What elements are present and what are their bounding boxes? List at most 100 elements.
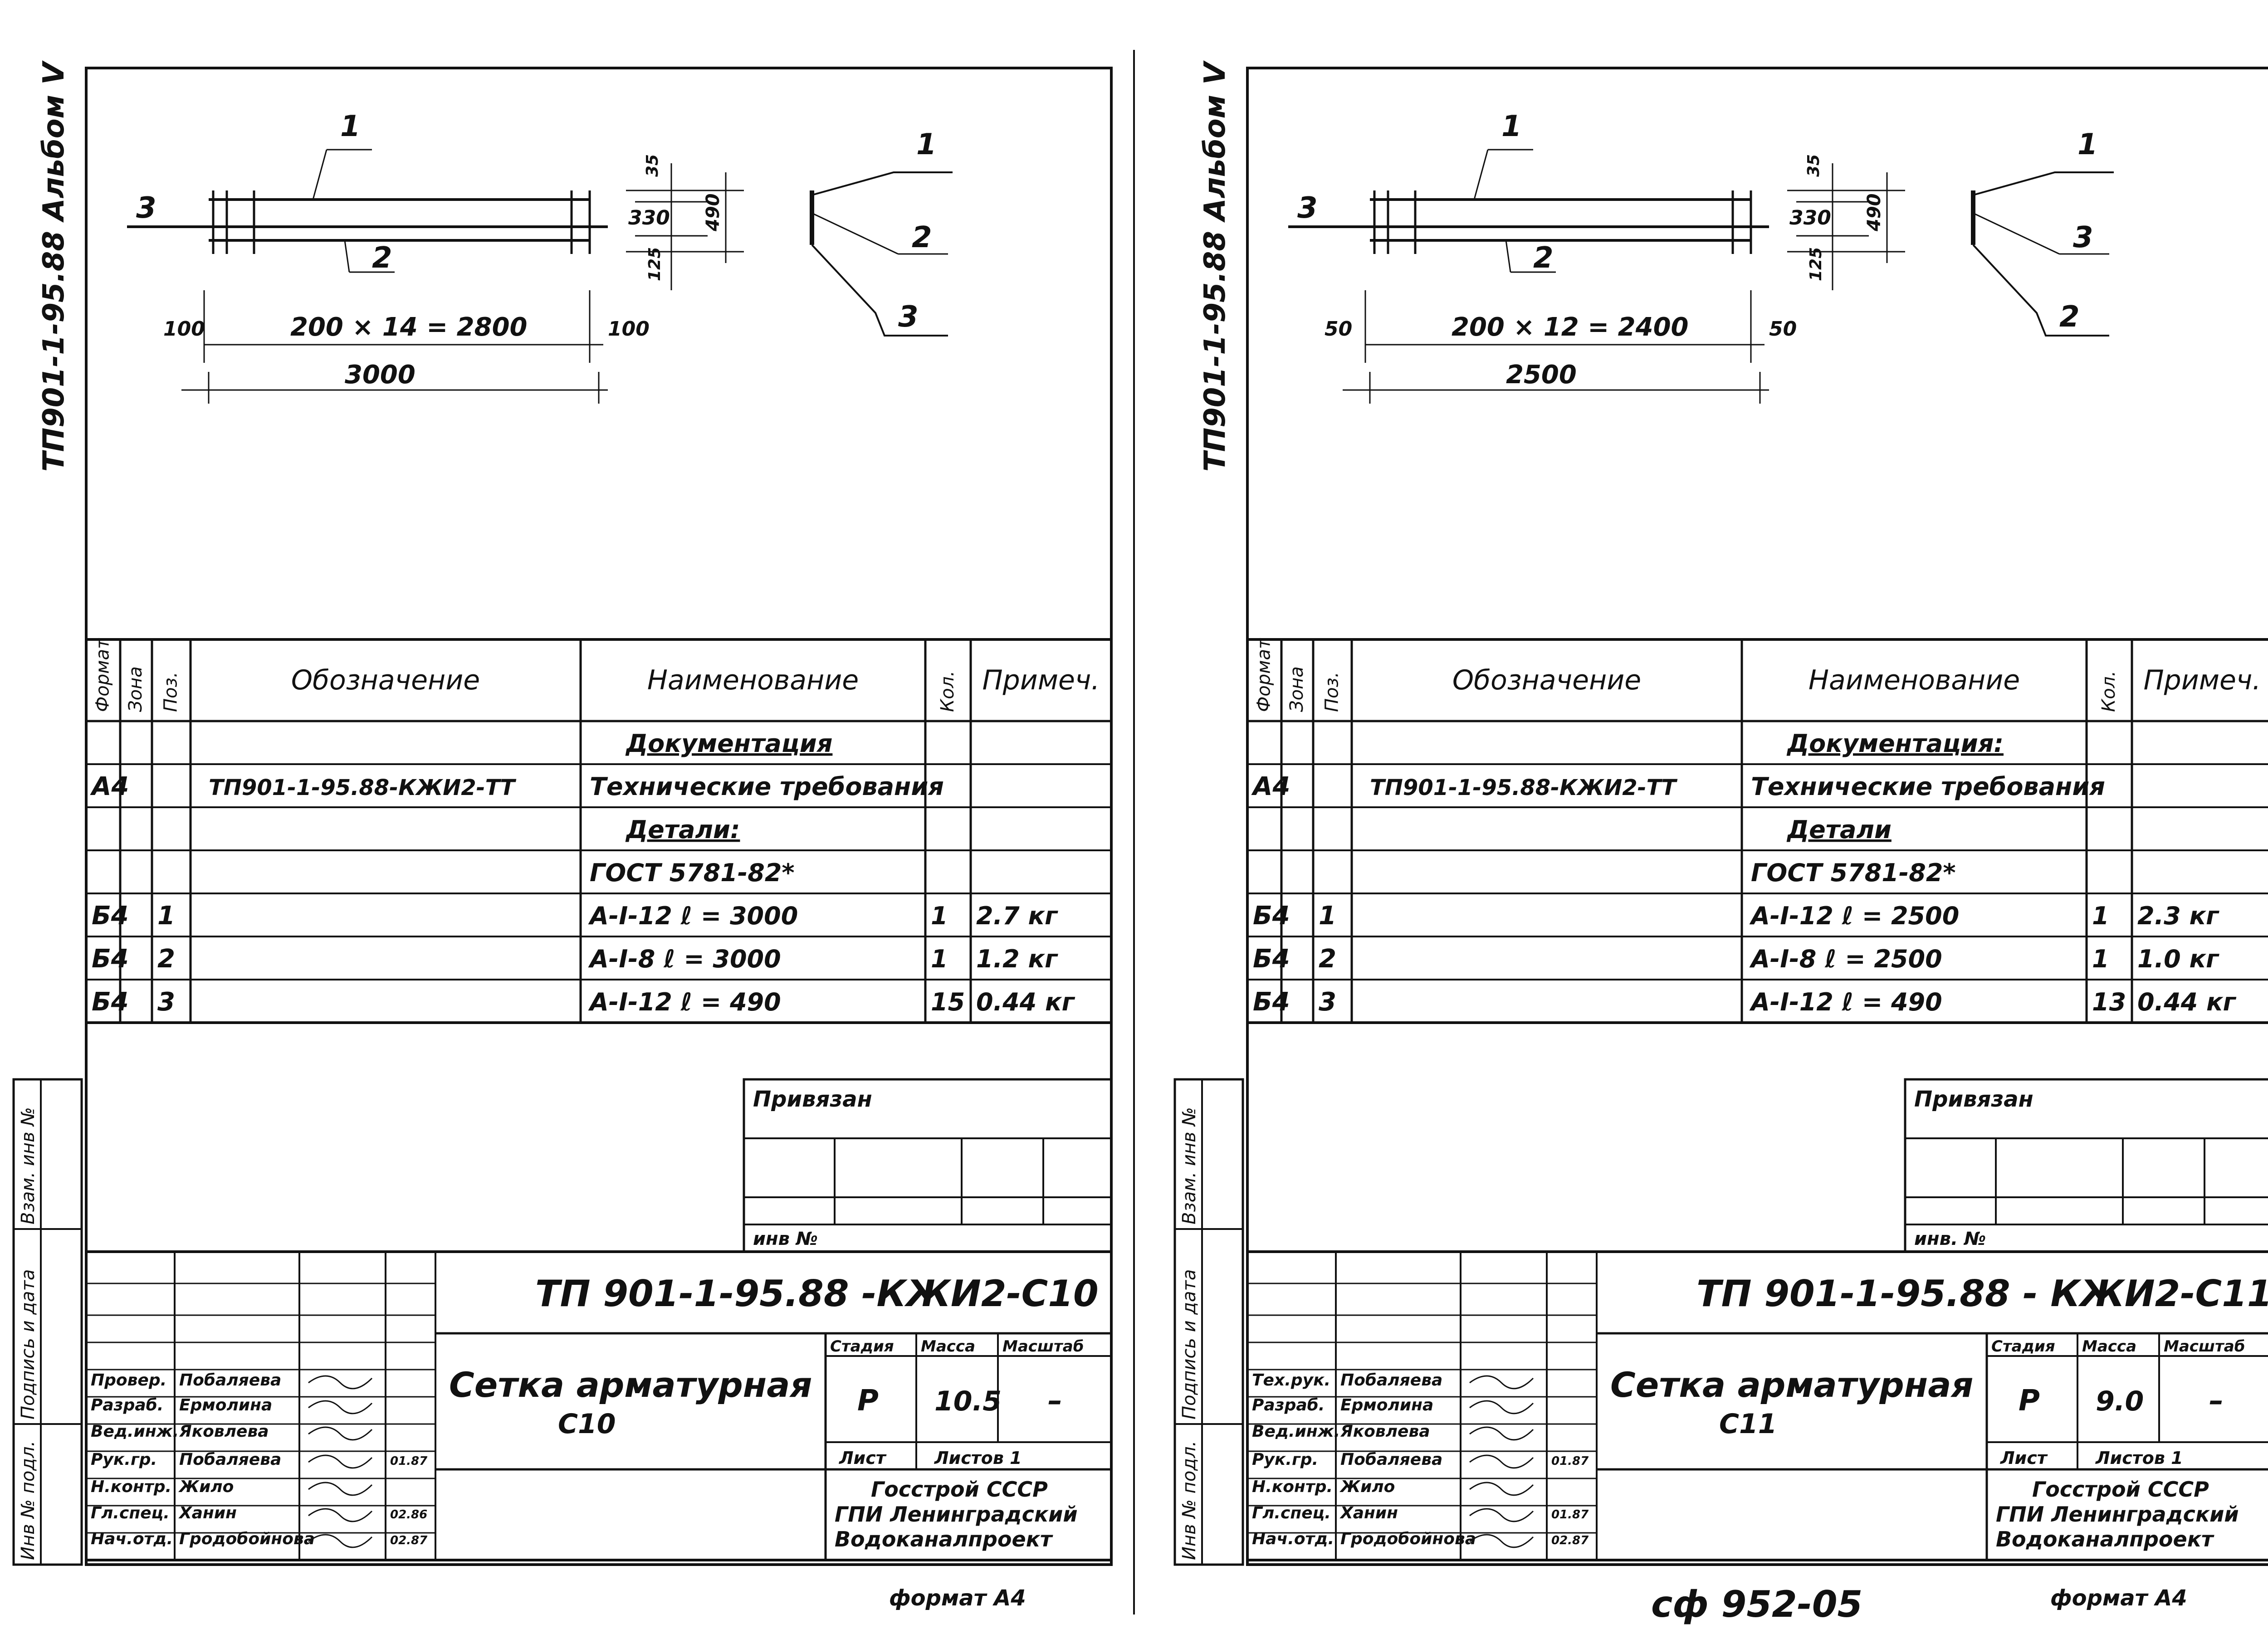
end-left-dimension: 50 <box>1325 317 1352 341</box>
leader-line <box>1973 212 2060 255</box>
signature-role: Н.контр. <box>91 1478 171 1496</box>
spec-cell: А-I-12 ℓ = 3000 <box>588 902 798 930</box>
drawing-name: Сетка арматурная <box>449 1365 812 1405</box>
spec-cell: Документация <box>625 729 832 758</box>
format-label: формат А4 <box>2050 1585 2187 1611</box>
signature-mark <box>308 1508 373 1522</box>
margin-stamp <box>12 1078 83 1566</box>
mass-value: 10.5 <box>934 1385 1002 1417</box>
signature-role: Разраб. <box>91 1396 163 1415</box>
signature-date: 02.87 <box>390 1534 428 1547</box>
margin-stamp-label: Инв № подл. <box>18 1441 39 1560</box>
album-label: ТП901-1-95.88 Альбом V <box>37 60 71 472</box>
dimension-35: 35 <box>1804 154 1823 177</box>
sheet-right: ТП901-1-95.88 Альбом V 1 2 3 200 × 12 = 2400… <box>1173 60 2268 1611</box>
section-label: 3 <box>2073 221 2093 254</box>
spec-cell: 1 <box>2092 945 2109 973</box>
title-block <box>1246 1250 2268 1561</box>
mass-label: Масса <box>2082 1337 2136 1356</box>
position-label-1: 1 <box>340 110 361 143</box>
spec-cell: 1 <box>2092 902 2109 930</box>
spec-cell: А-I-8 ℓ = 3000 <box>588 945 781 973</box>
signature-mark <box>1469 1508 1534 1522</box>
binding-label: Привязан <box>1914 1087 2033 1112</box>
spec-cell: ТП901-1-95.88-КЖИ2-ТТ <box>1370 775 1677 800</box>
section-label: 2 <box>2059 300 2080 334</box>
signature-role: Рук.гр. <box>91 1450 157 1469</box>
position-label-2: 2 <box>1533 241 1554 275</box>
signature-mark <box>1469 1534 1534 1548</box>
signature-name: Побаляева <box>179 1450 281 1469</box>
signature-role: Рук.гр. <box>1252 1450 1318 1469</box>
leader-line <box>312 149 327 200</box>
signature-role: Нач.отд. <box>91 1530 173 1548</box>
sheet-label: Лист <box>2000 1448 2048 1468</box>
margin-stamp-label: Инв № подл. <box>1179 1441 1200 1560</box>
signature-name: Побаляева <box>1340 1450 1442 1469</box>
spec-cell: Детали <box>1786 815 1892 844</box>
signature-role: Н.контр. <box>1252 1478 1333 1496</box>
header-note: Примеч. <box>2144 664 2261 696</box>
spec-cell: 3 <box>1319 987 1336 1017</box>
spec-cell: А-I-12 ℓ = 2500 <box>1749 902 1959 930</box>
spec-cell: 1.0 кг <box>2137 945 2219 973</box>
spec-cell: А4 <box>1251 772 1290 801</box>
pitch-dimension: 200 × 12 = 2400 <box>1452 312 1689 342</box>
sheets-count-label: Листов 1 <box>2095 1448 2183 1468</box>
spec-cell: Технические требования <box>1751 772 2105 801</box>
signature-role: Провер. <box>91 1371 166 1390</box>
spec-cell: 2.3 кг <box>2137 902 2219 930</box>
leader-line <box>1473 149 1489 200</box>
stage-value: Р <box>857 1384 879 1418</box>
dimension-330: 330 <box>628 206 670 229</box>
scale-value: – <box>1048 1384 1062 1418</box>
spec-cell: 1 <box>157 901 175 931</box>
section-bar-line <box>811 244 948 337</box>
header-quantity: Кол. <box>937 671 958 712</box>
signature-date: 01.87 <box>1551 1454 1589 1468</box>
signature-name: Гродобойнова <box>179 1530 315 1548</box>
section-bar-line <box>1972 244 2109 337</box>
signature-mark <box>308 1375 373 1390</box>
album-label: ТП901-1-95.88 Альбом V <box>1198 60 1232 472</box>
inventory-number-label: инв № <box>753 1229 818 1249</box>
signature-mark <box>308 1400 373 1415</box>
signature-mark <box>1469 1400 1534 1415</box>
drawing-mark: С10 <box>558 1408 616 1440</box>
signature-mark <box>1469 1454 1534 1469</box>
margin-stamp-label: Взам. инв № <box>1179 1107 1200 1224</box>
signature-mark <box>1469 1375 1534 1390</box>
spec-cell: 1.2 кг <box>976 945 1058 973</box>
binding-label: Привязан <box>753 1087 872 1112</box>
section-label: 1 <box>916 128 937 161</box>
header-zone: Зона <box>125 666 146 712</box>
spec-table-border <box>1246 638 2268 1024</box>
section-bar-line <box>811 171 953 196</box>
dimension-330: 330 <box>1789 206 1831 229</box>
signature-name: Жило <box>1339 1478 1395 1496</box>
organization-line: ГПИ Ленинградский <box>1996 1502 2239 1527</box>
dimension-490: 490 <box>1864 194 1885 232</box>
header-position: Поз. <box>1322 672 1343 712</box>
signature-role: Нач.отд. <box>1252 1530 1334 1548</box>
spec-cell: 13 <box>2092 988 2126 1016</box>
section-label: 3 <box>898 300 919 334</box>
header-format: Формат <box>93 638 113 712</box>
drawing-name: Сетка арматурная <box>1610 1365 1973 1405</box>
leader-line <box>1505 240 1511 273</box>
end-left-dimension: 100 <box>163 317 205 341</box>
signature-mark <box>1469 1426 1534 1441</box>
signature-role: Гл.спец. <box>91 1504 170 1522</box>
spec-cell: 1 <box>931 902 948 930</box>
dimension-490: 490 <box>703 194 723 232</box>
spec-cell: 1 <box>1319 901 1336 931</box>
signature-mark <box>308 1426 373 1441</box>
spec-cell: 2 <box>1319 944 1336 974</box>
spec-cell: 2 <box>157 944 175 974</box>
sheet-label: Лист <box>839 1448 887 1468</box>
dimension-125: 125 <box>645 247 664 281</box>
section-label: 2 <box>912 221 932 254</box>
spec-cell: А-I-8 ℓ = 2500 <box>1749 945 1942 973</box>
